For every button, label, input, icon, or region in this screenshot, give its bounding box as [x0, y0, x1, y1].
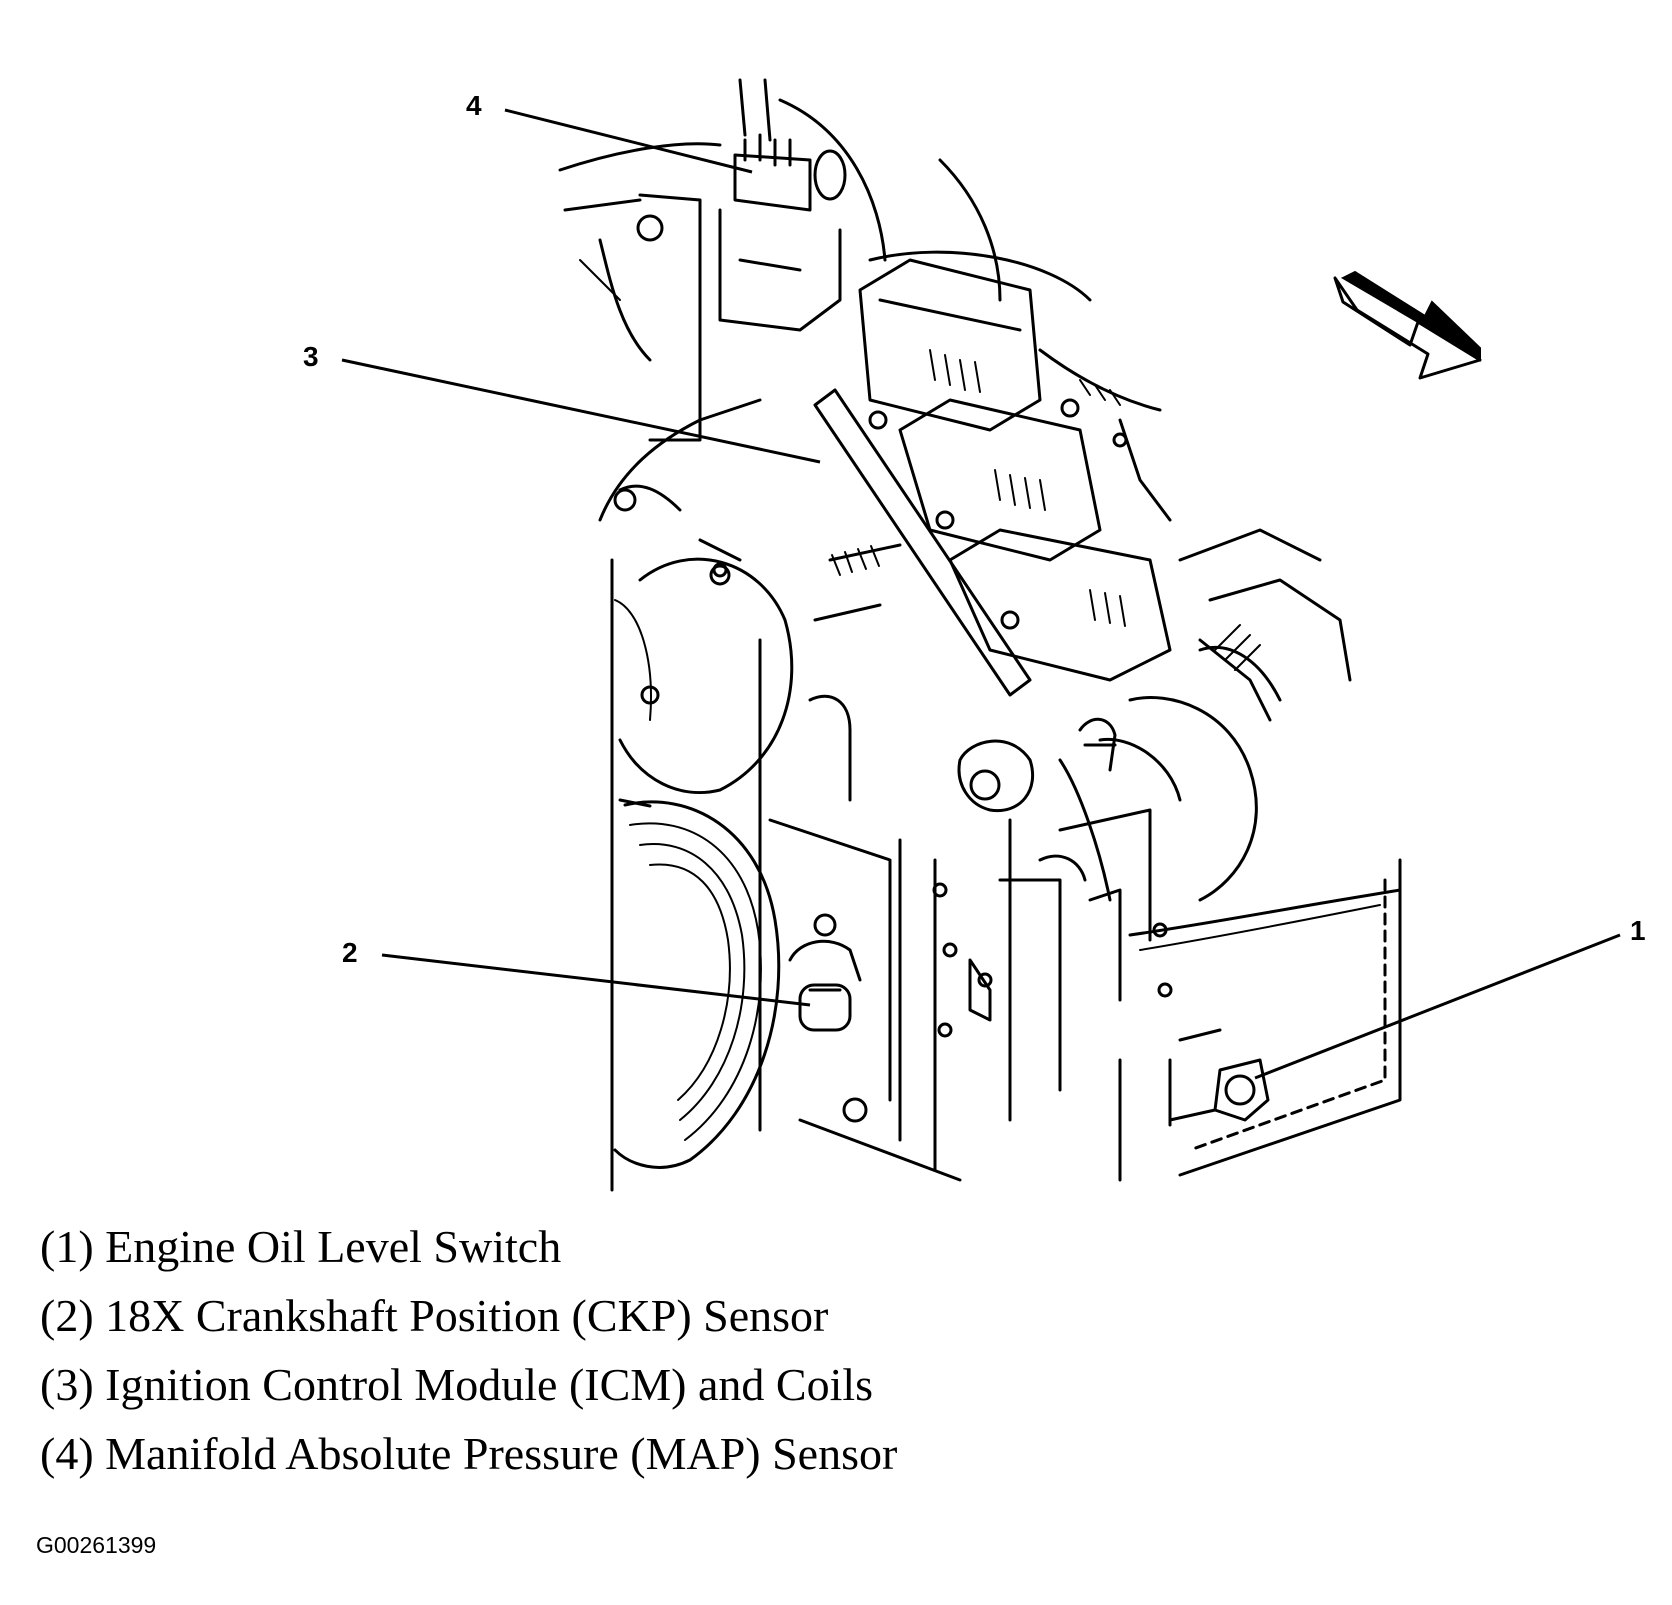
water-outlet-hose: [957, 624, 1272, 902]
ckp-sensor-illustration: [788, 913, 868, 1123]
leader-line-2: [381, 953, 811, 1007]
leader-line-1: [1254, 933, 1621, 1080]
map-sensor-illustration: [558, 78, 887, 332]
callout-2: 2: [342, 937, 358, 968]
figure-id: G00261399: [36, 1532, 157, 1558]
leader-line-4: [504, 108, 753, 174]
legend-item-engine-oil-level-switch: (1) Engine Oil Level Switch: [40, 1221, 562, 1272]
timing-cover: [598, 398, 1062, 1182]
legend-item-icm-and-coils: (3) Ignition Control Module (ICM) and Co…: [40, 1359, 874, 1410]
callout-1: 1: [1630, 915, 1646, 946]
engine-block-side: [1008, 808, 1173, 1122]
cylinder-head-intake: [868, 158, 1352, 702]
oil-pan: [1118, 858, 1402, 1182]
component-legend: (1) Engine Oil Level Switch (2) 18X Cran…: [40, 1212, 897, 1488]
callout-4: 4: [466, 90, 482, 121]
accessory-bracket: [563, 193, 742, 578]
legend-item-ckp-sensor: (2) 18X Crankshaft Position (CKP) Sensor: [40, 1290, 829, 1341]
engine-illustration: [558, 78, 1402, 1192]
leader-line-3: [341, 358, 821, 464]
legend-item-map-sensor: (4) Manifold Absolute Pressure (MAP) Sen…: [40, 1428, 898, 1479]
callout-3: 3: [303, 341, 319, 372]
crankshaft-balancer-pulley: [610, 557, 794, 1192]
icm-and-coils-illustration: [813, 258, 1172, 697]
front-direction-arrow-icon: [1333, 270, 1482, 380]
